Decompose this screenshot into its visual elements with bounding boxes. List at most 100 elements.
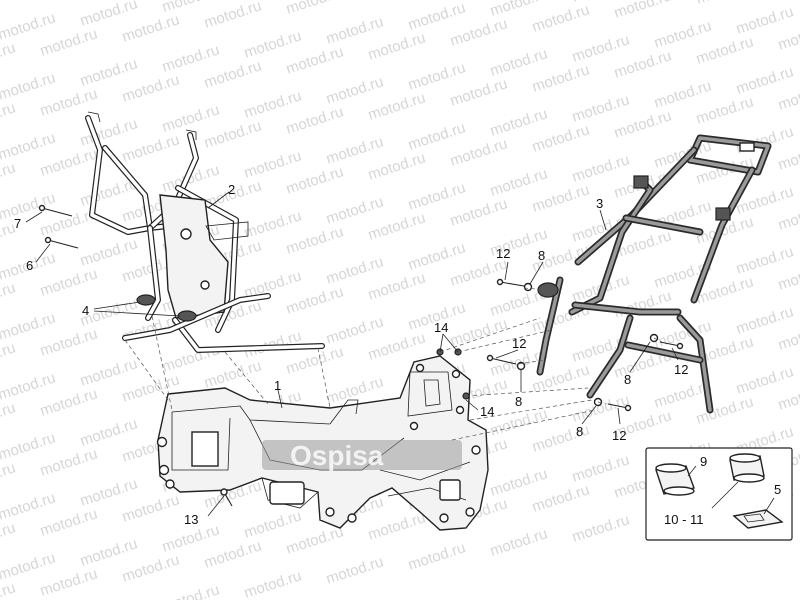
watermark-text: motod.ru [612, 107, 674, 141]
watermark-text: motod.ru [324, 73, 386, 107]
watermark-text: motod.ru [242, 507, 304, 541]
watermark-text: motod.ru [448, 75, 510, 109]
bolt-part-12 [486, 278, 684, 412]
watermark-text: motod.ru [0, 459, 18, 493]
watermark-text: motod.ru [570, 511, 632, 545]
watermark-text: motod.ru [488, 465, 550, 499]
bushing-part-9 [655, 463, 695, 496]
watermark-text: motod.ru [406, 59, 468, 93]
stamp-text: Ospisa [290, 440, 384, 471]
watermark-text: motod.ru [284, 103, 346, 137]
watermark-text: motod.ru [570, 391, 632, 425]
watermark-text: motod.ru [530, 1, 592, 35]
watermark-text: motod.ru [0, 129, 58, 163]
watermark-text: motod.ru [366, 89, 428, 123]
callout-9: 9 [700, 454, 707, 469]
watermark-text: motod.ru [612, 0, 674, 22]
callout-13: 13 [184, 512, 198, 527]
watermark-text: motod.ru [366, 149, 428, 183]
watermark-text: motod.ru [78, 235, 140, 269]
watermark-text: motod.ru [694, 0, 756, 8]
watermark-text: motod.ru [324, 553, 386, 587]
watermark-text: motod.ru [694, 93, 756, 127]
watermark-text: motod.ru [78, 535, 140, 569]
watermark-text: motod.ru [0, 69, 58, 103]
watermark-text: motod.ru [324, 253, 386, 287]
washer-part-8 [516, 282, 659, 407]
watermark-text: motod.ru [366, 209, 428, 243]
watermark-text: motod.ru [160, 41, 222, 75]
watermark-text: motod.ru [78, 415, 140, 449]
watermark-text: motod.ru [0, 429, 58, 463]
watermark-text: motod.ru [0, 189, 58, 223]
watermark-text: motod.ru [366, 0, 428, 4]
watermark-text: motod.ru [324, 13, 386, 47]
long-bolt-part-6 [44, 236, 79, 249]
alignment-lines [124, 287, 663, 441]
watermark-text: motod.ru [0, 159, 18, 193]
watermark-text: motod.ru [120, 491, 182, 525]
watermark-text: motod.ru [242, 27, 304, 61]
watermark-text: motod.ru [160, 581, 222, 600]
watermark-text: motod.ru [0, 489, 58, 523]
watermark-text: motod.ru [38, 85, 100, 119]
watermark-text: motod.ru [78, 355, 140, 389]
watermark-text: motod.ru [78, 55, 140, 89]
watermark-text: motod.ru [734, 303, 796, 337]
watermark-text: motod.ru [406, 119, 468, 153]
watermark-text: motod.ru [0, 99, 18, 133]
watermark-text: motod.ru [448, 315, 510, 349]
watermark-text: motod.ru [38, 25, 100, 59]
watermark-text: motod.ru [38, 445, 100, 479]
watermark-text: motod.ru [0, 369, 58, 403]
watermark-text: motod.ru [38, 265, 100, 299]
watermark-text: motod.ru [38, 325, 100, 359]
bushing-part-10-11 [729, 453, 765, 483]
callout-14-top: 14 [434, 320, 448, 335]
watermark-text: motod.ru [448, 195, 510, 229]
bolt-part-13 [220, 488, 233, 507]
watermark-text: motod.ru [488, 165, 550, 199]
watermark-text: motod.ru [0, 0, 18, 14]
callout-12-a: 12 [496, 246, 510, 261]
watermark-text: motod.ru [612, 47, 674, 81]
watermark-text: motod.ru [0, 519, 18, 553]
watermark-text: motod.ru [570, 451, 632, 485]
watermark-text: motod.ru [530, 121, 592, 155]
callout-10-11: 10 - 11 [664, 512, 704, 527]
watermark-text: motod.ru [406, 539, 468, 573]
watermark-text: motod.ru [570, 151, 632, 185]
callout-8-c: 8 [624, 372, 631, 387]
watermark-text: motod.ru [488, 105, 550, 139]
watermark-text: motod.ru [734, 63, 796, 97]
watermark-text: motod.ru [488, 45, 550, 79]
callout-8-d: 8 [576, 424, 583, 439]
watermark-text: motod.ru [38, 565, 100, 599]
watermark-text: motod.ru [78, 475, 140, 509]
watermark-text: motod.ru [406, 239, 468, 273]
watermark-text: motod.ru [448, 135, 510, 169]
watermark-text: motod.ru [652, 77, 714, 111]
watermark-text: motod.ru [242, 207, 304, 241]
watermark-text: motod.ru [120, 551, 182, 585]
watermark-text: motod.ru [284, 523, 346, 557]
callout-5: 5 [774, 482, 781, 497]
callout-8-b: 8 [515, 394, 522, 409]
watermark-text: motod.ru [284, 163, 346, 197]
watermark-text: motod.ru [366, 29, 428, 63]
watermark-text: motod.ru [0, 39, 18, 73]
callout-8-a: 8 [538, 248, 545, 263]
watermark-text: motod.ru [202, 117, 264, 151]
stamp-logo: Ospisa [262, 440, 462, 471]
watermark-text: motod.ru [120, 131, 182, 165]
watermark-text: motod.ru [284, 43, 346, 77]
callout-7: 7 [14, 216, 21, 231]
watermark-text: motod.ru [120, 71, 182, 105]
long-bolt-part-7 [38, 204, 73, 217]
watermark-text: motod.ru [488, 525, 550, 559]
rear-subframe-part-3 [536, 134, 772, 414]
watermark-text: motod.ru [734, 363, 796, 397]
watermark-text: motod.ru [570, 31, 632, 65]
callout-14-right: 14 [480, 404, 494, 419]
watermark-text: motod.ru [38, 145, 100, 179]
